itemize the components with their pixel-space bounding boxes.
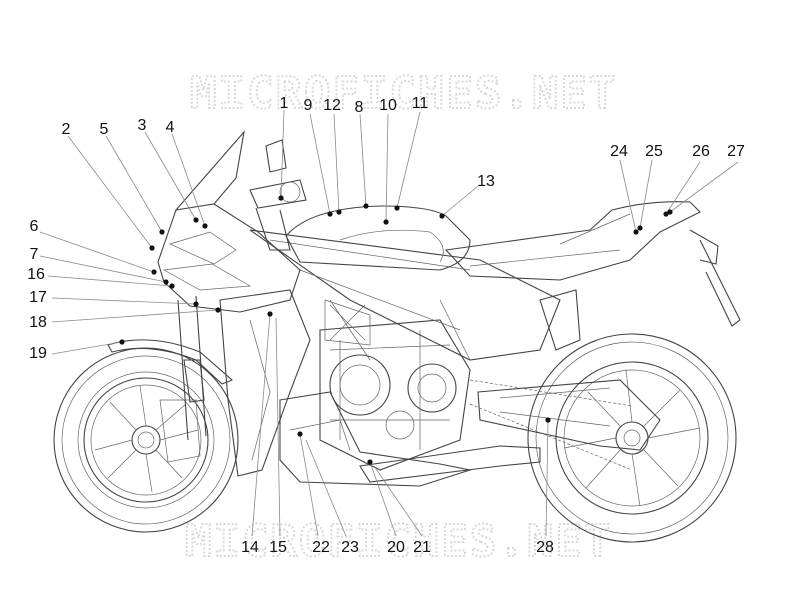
callout-12: 12	[323, 97, 341, 114]
callout-26: 26	[692, 143, 710, 160]
callout-4: 4	[166, 119, 175, 136]
callout-22: 22	[312, 539, 330, 556]
seat-tail	[444, 201, 741, 327]
callout-labels: 1 2 3 4 5 6 7 8 9 10 11 12 13 14 15 16 1…	[27, 95, 745, 556]
fuel-tank	[285, 205, 471, 271]
front-fairing	[157, 130, 311, 477]
watermark-top: MICROFICHES.NET	[190, 68, 617, 119]
callout-14: 14	[241, 539, 259, 556]
callout-28: 28	[536, 539, 554, 556]
frame	[249, 229, 561, 361]
belly-pan	[279, 391, 473, 487]
callout-18: 18	[29, 314, 47, 331]
callout-15: 15	[269, 539, 287, 556]
engine	[319, 319, 471, 471]
callout-6: 6	[30, 218, 39, 235]
exhaust	[359, 445, 541, 483]
callout-11: 11	[412, 95, 429, 112]
callout-10: 10	[379, 97, 397, 114]
front-wheel	[53, 347, 239, 533]
rear-wheel	[527, 333, 737, 543]
callout-1: 1	[280, 95, 289, 112]
handlebar-mirror	[249, 139, 307, 251]
callout-7: 7	[30, 246, 39, 263]
callout-5: 5	[100, 121, 109, 138]
callout-19: 19	[29, 345, 47, 362]
swingarm	[477, 379, 661, 451]
callout-24: 24	[610, 143, 628, 160]
front-fork	[159, 295, 207, 463]
callout-20: 20	[387, 539, 405, 556]
callout-17: 17	[29, 289, 47, 306]
rear-shock	[539, 289, 581, 351]
callout-21: 21	[413, 539, 431, 556]
callout-9: 9	[304, 97, 313, 114]
callout-16: 16	[27, 266, 45, 283]
callout-27: 27	[727, 143, 745, 160]
callout-13: 13	[477, 173, 495, 190]
callout-23: 23	[341, 539, 359, 556]
callout-8: 8	[355, 99, 364, 116]
callout-3: 3	[138, 117, 147, 134]
leader-lines	[39, 109, 739, 537]
watermark-bottom: MICROFICHES.NET	[185, 516, 612, 567]
drive-chain	[469, 379, 633, 471]
callout-2: 2	[62, 121, 71, 138]
callout-25: 25	[645, 143, 663, 160]
front-fender	[107, 339, 234, 385]
